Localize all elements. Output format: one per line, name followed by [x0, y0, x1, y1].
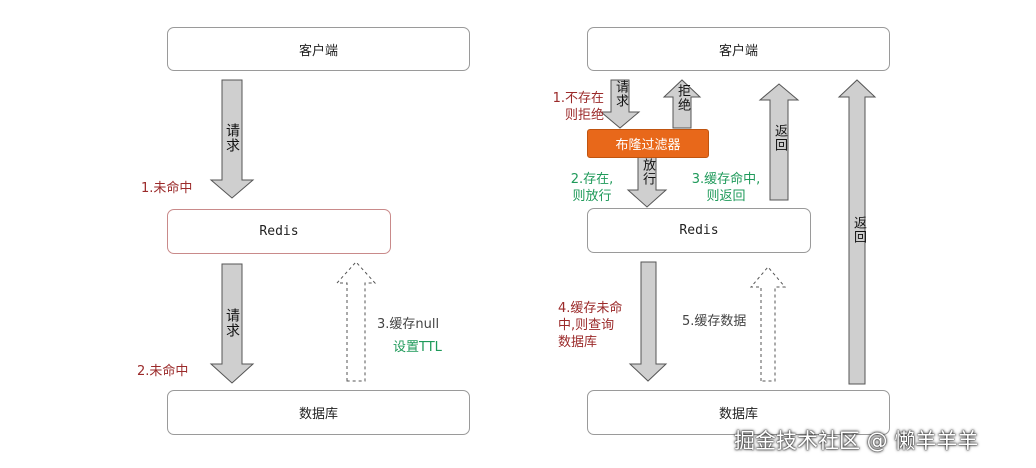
right-return-2-text: 返回 — [851, 216, 866, 244]
left-redis-box: Redis — [167, 209, 391, 254]
exist-label: 2.存在, 则放行 — [556, 171, 628, 205]
right-request-text: 请求 — [613, 80, 628, 108]
cache-hit-line-2: 则返回 — [706, 189, 746, 204]
cache-hit-label: 3.缓存命中, 则返回 — [683, 171, 769, 205]
left-request-1-text: 请求 — [224, 123, 240, 153]
left-miss-2-label: 2.未命中 — [137, 364, 189, 379]
bloom-filter-box: 布隆过滤器 — [587, 129, 709, 158]
cache-data-label: 5.缓存数据 — [682, 314, 747, 329]
right-redis-label: Redis — [679, 223, 719, 238]
arrow-query-db — [628, 261, 668, 382]
exist-line-2: 则放行 — [572, 189, 612, 204]
right-db-label: 数据库 — [718, 407, 758, 422]
left-db-box: 数据库 — [167, 390, 470, 435]
right-release-text: 放行 — [640, 158, 655, 186]
right-reject-text: 拒绝 — [675, 84, 690, 112]
right-client-box: 客户端 — [587, 27, 890, 71]
left-client-box: 客户端 — [167, 27, 470, 71]
left-miss-1-label: 1.未命中 — [141, 181, 193, 196]
not-exist-line-1: 1.不存在 — [552, 91, 604, 106]
left-db-label: 数据库 — [298, 407, 338, 422]
arrow-return-db — [837, 79, 877, 385]
right-db-box: 数据库 — [587, 390, 890, 435]
right-return-1-text: 返回 — [772, 124, 787, 152]
left-cache-null-label: 3.缓存null — [377, 317, 440, 332]
arrow-cache-null-dashed — [335, 261, 377, 382]
watermark: 掘金技术社区 @ 懒羊羊羊 — [734, 429, 979, 453]
arrow-request-right — [599, 79, 641, 129]
left-client-label: 客户端 — [298, 43, 338, 59]
bloom-filter-label: 布隆过滤器 — [615, 138, 681, 153]
cache-miss-line-1: 4.缓存未命 — [558, 301, 623, 316]
cache-miss-line-3: 数据库 — [558, 335, 598, 350]
left-redis-label: Redis — [259, 224, 299, 239]
arrow-release — [626, 155, 668, 208]
arrow-reject — [662, 79, 702, 129]
right-client-label: 客户端 — [718, 43, 758, 59]
arrow-return-redis — [758, 83, 800, 201]
left-set-ttl-label: 设置TTL — [393, 340, 442, 355]
arrow-request-left-2 — [209, 263, 255, 384]
right-redis-box: Redis — [587, 208, 811, 253]
not-exist-line-2: 则拒绝 — [564, 108, 604, 123]
not-exist-label: 1.不存在 则拒绝 — [538, 90, 604, 124]
cache-miss-line-2: 中,则查询 — [558, 318, 615, 333]
arrow-request-left-1 — [209, 79, 255, 199]
exist-line-1: 2.存在, — [570, 172, 614, 187]
arrow-cache-data-dashed — [749, 266, 787, 382]
cache-hit-line-1: 3.缓存命中, — [691, 172, 761, 187]
left-request-2-text: 请求 — [224, 308, 240, 338]
cache-miss-label: 4.缓存未命 中,则查询 数据库 — [558, 300, 622, 351]
